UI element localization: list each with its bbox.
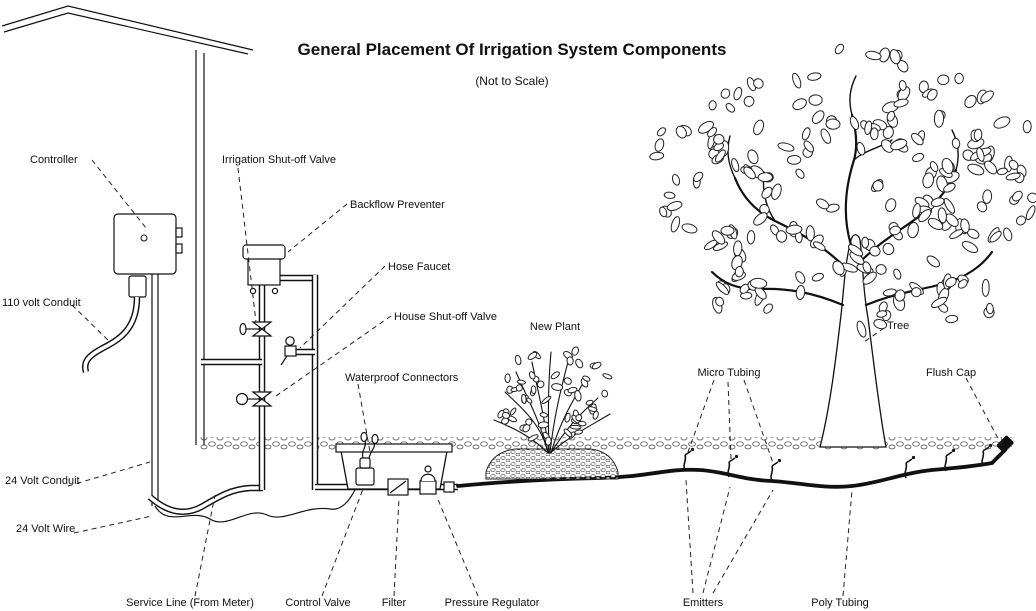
controller-box	[113, 213, 183, 298]
label-house-shutoff-valve: House Shut-off Valve	[394, 311, 497, 323]
flush-cap-unit	[990, 435, 1014, 465]
label-pressure-regulator: Pressure Regulator	[445, 597, 540, 609]
service-line-pipe	[147, 484, 263, 516]
label-service-line: Service Line (From Meter)	[126, 597, 254, 609]
label-flush-cap: Flush Cap	[926, 367, 976, 379]
conduit-110v	[82, 296, 141, 373]
new-plant-bed	[485, 448, 619, 480]
label-micro-tubing: Micro Tubing	[698, 367, 761, 379]
house-outline	[1, 5, 254, 445]
emitter	[770, 458, 782, 482]
diagram-subtitle: (Not to Scale)	[475, 74, 548, 88]
label-new-plant: New Plant	[530, 321, 580, 333]
filter-unit	[387, 478, 409, 496]
hose-faucet	[280, 336, 315, 366]
label-tree: Tree	[887, 320, 909, 332]
ground-mulch-strip	[200, 437, 1012, 450]
house-shutoff-valve	[235, 391, 273, 407]
irrigation-shutoff-valve	[239, 321, 273, 337]
pressure-regulator-unit	[419, 465, 455, 495]
label-poly-tubing: Poly Tubing	[811, 597, 868, 609]
label-110-volt-conduit: 110 volt Conduit	[2, 297, 81, 309]
label-filter: Filter	[382, 597, 407, 609]
label-controller: Controller	[30, 154, 78, 166]
label-waterproof-connectors: Waterproof Connectors	[345, 372, 459, 384]
waterproof-connector	[371, 433, 379, 445]
label-control-valve: Control Valve	[285, 597, 350, 609]
emitter	[683, 447, 695, 471]
label-backflow-preventer: Backflow Preventer	[350, 199, 445, 211]
label-24-volt-wire: 24 Volt Wire	[16, 523, 75, 535]
component-labels: Controller Irrigation Shut-off Valve Bac…	[2, 154, 976, 609]
leader-lines	[67, 159, 1003, 597]
label-24-volt-conduit: 24 Volt Conduit	[5, 475, 80, 487]
new-plant-bush	[493, 346, 613, 454]
waterproof-connector	[360, 431, 368, 443]
control-valve-unit	[355, 431, 379, 486]
conduit-24v	[151, 274, 159, 506]
label-irrigation-shutoff-valve: Irrigation Shut-off Valve	[222, 154, 336, 166]
backflow-preventer-unit	[242, 244, 286, 295]
wire-24v	[154, 487, 357, 523]
diagram-title: General Placement Of Irrigation System C…	[298, 40, 727, 59]
label-hose-faucet: Hose Faucet	[388, 261, 450, 273]
label-emitters: Emitters	[683, 597, 724, 609]
tree-figure	[649, 43, 1036, 448]
